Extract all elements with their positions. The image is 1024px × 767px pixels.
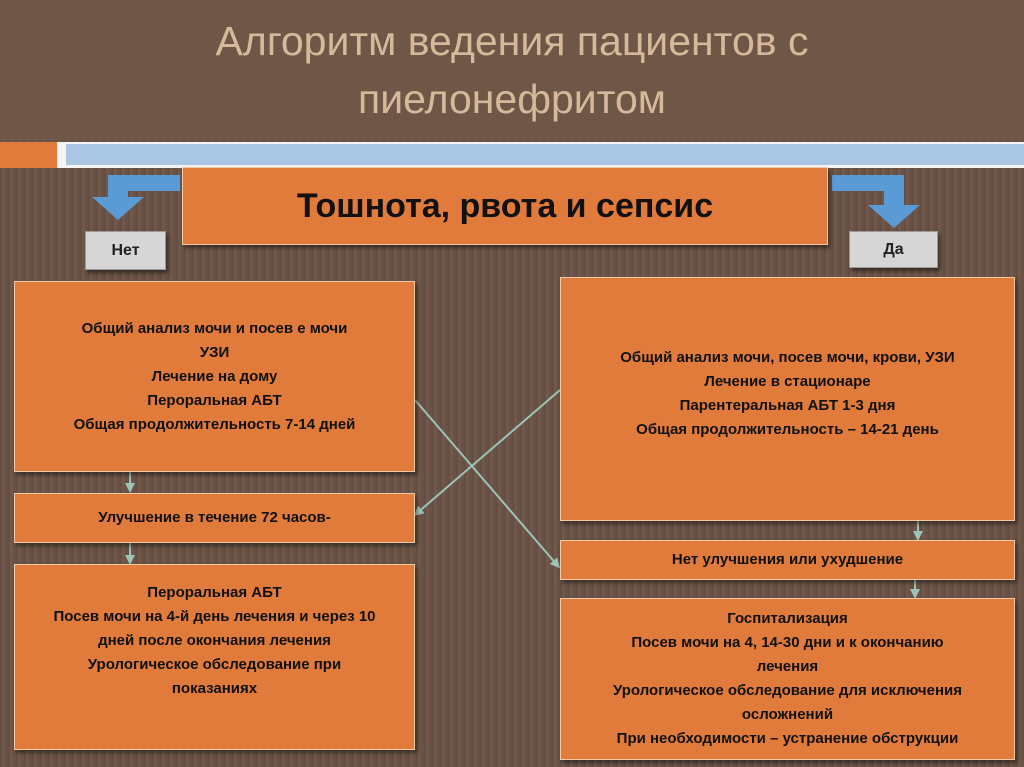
question-box: Тошнота, рвота и сепсис <box>182 167 828 245</box>
right-hospitalization-line: Посев мочи на 4, 14-30 дни и к окончанию <box>631 634 944 651</box>
right-hospitalization-line: Госпитализация <box>727 610 848 627</box>
right-no-improvement-label: Нет улучшения или ухудшение <box>671 551 904 568</box>
left-followup-box: Пероральная АБТ Посев мочи на 4-й день л… <box>14 564 415 750</box>
left-initial-line: Пероральная АБТ <box>147 391 282 409</box>
right-hospitalization-line: лечения <box>756 658 819 675</box>
answer-yes-tag: Да <box>849 231 938 268</box>
right-initial-line: Общий анализ мочи, посев мочи, крови, УЗ… <box>620 349 955 366</box>
left-initial-line: Общий анализ мочи и посев е мочи <box>81 319 348 337</box>
answer-yes-label: Да <box>883 240 904 258</box>
question-label: Тошнота, рвота и сепсис <box>296 187 714 225</box>
left-followup-line: дней после окончания лечения <box>98 632 331 649</box>
right-initial-line: Лечение в стационаре <box>704 373 871 390</box>
title-area <box>0 0 1024 140</box>
right-hospitalization-line: осложнений <box>741 706 834 723</box>
right-no-improvement-box: Нет улучшения или ухудшение <box>560 540 1015 580</box>
left-followup-line: Посев мочи на 4-й день лечения и через 1… <box>53 608 376 625</box>
left-improvement-box: Улучшение в течение 72 часов- <box>14 493 415 543</box>
right-hospitalization-line: Урологическое обследование для исключени… <box>612 682 962 699</box>
slide-title-line-2: пиелонефритом <box>358 76 666 122</box>
left-initial-line: УЗИ <box>199 343 230 361</box>
blue-arrow-left <box>92 175 180 220</box>
right-hospitalization-box: Госпитализация Посев мочи на 4, 14-30 дн… <box>560 598 1015 760</box>
right-initial-line: Парентеральная АБТ 1-3 дня <box>679 397 896 414</box>
right-initial-box: Общий анализ мочи, посев мочи, крови, УЗ… <box>560 277 1015 521</box>
connector-cross-left-to-right <box>414 399 560 569</box>
right-hospitalization-line: При необходимости – устранение обструкци… <box>616 730 959 747</box>
connector-cross-right-to-left <box>413 389 561 516</box>
accent-bar-blue <box>66 144 1024 165</box>
left-improvement-label: Улучшение в течение 72 часов- <box>98 509 331 526</box>
left-initial-line: Общая продолжительность 7-14 дней <box>73 415 356 433</box>
answer-no-label: Нет <box>111 241 140 259</box>
left-initial-line: Лечение на дому <box>151 367 278 385</box>
slide-title-line-1: Алгоритм ведения пациентов с <box>215 18 809 64</box>
blue-arrow-right <box>832 175 920 228</box>
slide-title: Алгоритм ведения пациентов с пиелонефрит… <box>60 12 964 128</box>
right-initial-line: Общая продолжительность – 14-21 день <box>636 421 939 438</box>
left-initial-box: Общий анализ мочи и посев е мочи УЗИ Леч… <box>14 281 415 472</box>
accent-bar-orange <box>0 142 57 168</box>
left-followup-line: показаниях <box>171 680 258 697</box>
answer-no-tag: Нет <box>85 231 166 270</box>
left-followup-line: Пероральная АБТ <box>147 584 282 601</box>
left-followup-line: Урологическое обследование при <box>87 656 342 673</box>
